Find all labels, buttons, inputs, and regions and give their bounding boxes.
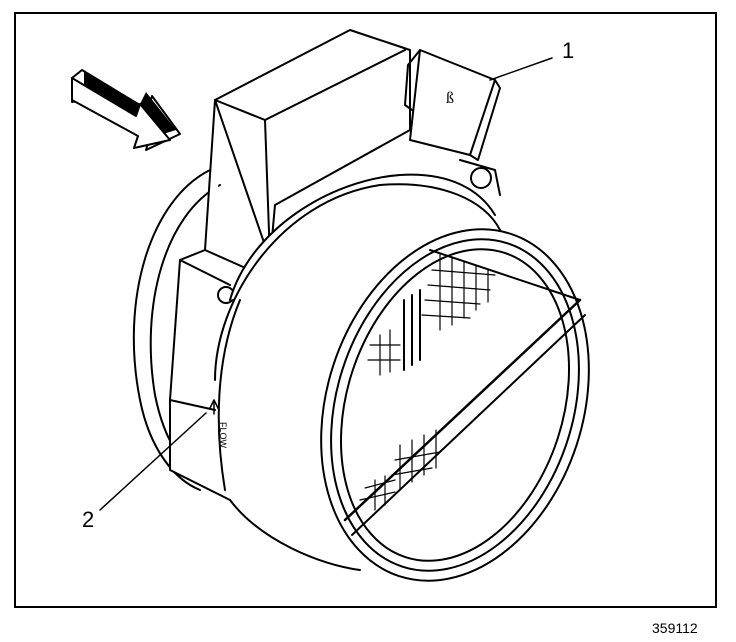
sensor-housing [169, 29, 411, 501]
inlet-screen [343, 249, 586, 536]
flow-direction-mark [209, 399, 219, 415]
figure-frame [14, 12, 717, 608]
callout-1-leader [489, 57, 553, 81]
figure-id: 359112 [652, 620, 698, 636]
flow-label: FLOW [218, 422, 228, 449]
airflow-direction-arrow-icon [71, 69, 181, 151]
callout-label-2: 2 [82, 507, 95, 532]
callout-label-1: 1 [562, 38, 575, 63]
callout-2-leader [99, 412, 207, 511]
outlet-ring [320, 228, 590, 582]
sensor-body [214, 173, 501, 571]
electrical-connector: ß [404, 49, 501, 196]
svg-text:ß: ß [446, 90, 454, 107]
